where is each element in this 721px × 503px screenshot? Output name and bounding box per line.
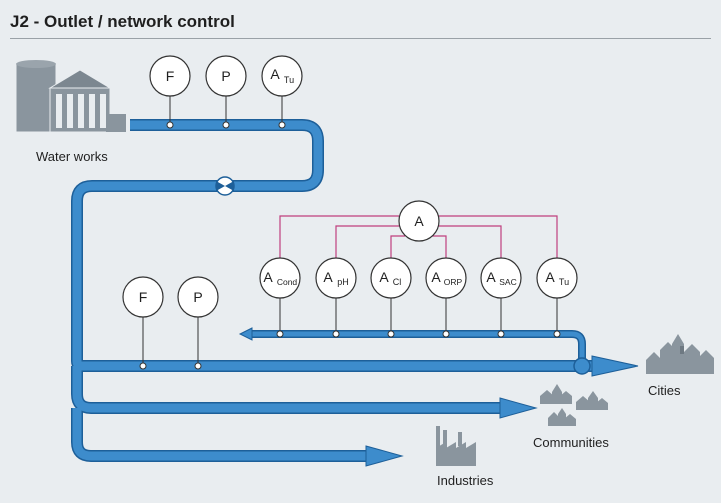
instrument-top-pressure: P [205,55,247,129]
svg-text:F: F [139,289,148,305]
instrument-ph: A pH [315,257,357,338]
arrow-to-communities [499,397,538,419]
instrument-sac: A SAC [480,257,522,338]
svg-text:A: A [414,213,424,229]
page-title: J2 - Outlet / network control [10,12,235,31]
pipe-network [71,119,592,462]
water-works-building-icon [15,60,126,133]
svg-text:A: A [486,269,496,285]
communities-label: Communities [533,435,609,450]
instrument-orp: A ORP [425,257,467,338]
instrument-mid-flow: F [122,276,164,370]
instrument-analysis-controller: A [398,200,440,242]
svg-text:pH: pH [337,277,349,287]
svg-text:Cond: Cond [277,277,298,287]
svg-text:Cl: Cl [393,277,402,287]
svg-text:SAC: SAC [499,277,516,287]
instrument-turbidity: A Tu [536,257,578,338]
svg-text:Tu: Tu [284,75,294,85]
instrument-top-turbidity: A Tu [261,55,303,129]
arrow-to-industries [365,445,404,467]
instrument-chlorine: A Cl [370,257,412,338]
signal-lines [279,215,558,258]
cities-label: Cities [648,383,681,398]
svg-text:A: A [263,269,273,285]
junction-node [573,357,591,375]
svg-text:F: F [166,68,175,84]
svg-text:P: P [193,289,202,305]
svg-text:P: P [221,68,230,84]
instrument-conductivity: A Cond [259,257,301,338]
instrument-top-flow: F [149,55,191,129]
svg-text:A: A [323,269,333,285]
svg-text:A: A [270,66,280,82]
svg-text:Tu: Tu [559,277,569,287]
svg-text:A: A [379,269,389,285]
svg-text:ORP: ORP [444,277,463,287]
water-works-label: Water works [36,149,108,164]
arrow-return-line [238,327,253,341]
svg-text:A: A [545,269,555,285]
title-divider [10,38,711,39]
instrument-mid-pressure: P [177,276,219,370]
arrow-to-cities [591,355,639,377]
valve-icon [215,176,235,196]
communities-icon [540,384,608,426]
industries-label: Industries [437,473,494,488]
industries-icon [436,426,476,466]
cities-icon [646,334,714,374]
svg-text:A: A [431,269,441,285]
